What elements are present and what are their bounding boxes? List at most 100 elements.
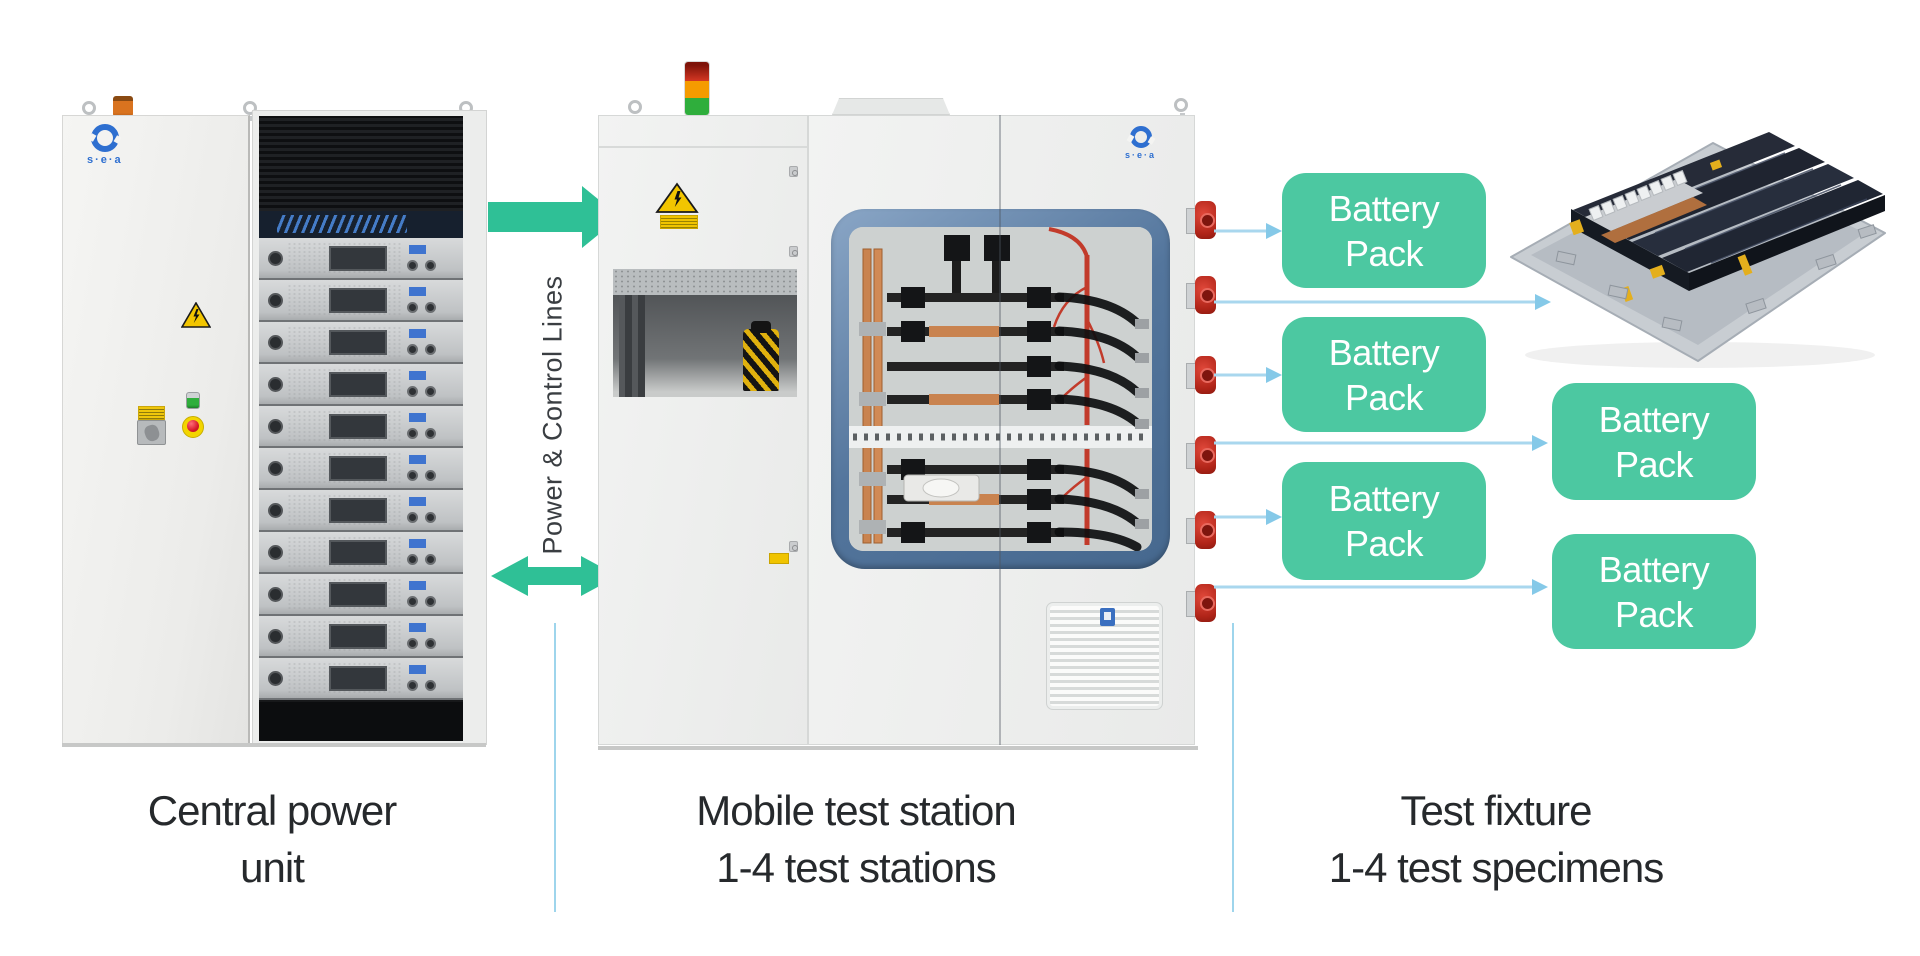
sea-logo-text: s·e·a [1125,150,1157,160]
psu-display [329,624,387,649]
psu-knob-icon [268,461,283,476]
psu-display [329,246,387,271]
battery-pack-label: Battery [1598,398,1710,440]
sea-logo: s·e·a [1125,126,1156,160]
psu-knob-icon [407,260,418,271]
psu-knob-icon [425,386,436,397]
fan-brand-chip [1100,608,1115,626]
psu-brand-chip [409,539,426,548]
cabinet-door: s·e·a [62,115,250,745]
rack-vent-panel [259,116,463,211]
psu-stack [259,238,463,700]
psu-knob-icon [407,302,418,313]
caption-test-fixture: Test fixture 1-4 test specimens [1256,782,1736,896]
psu-unit [259,532,463,574]
psu-knob-icon [268,629,283,644]
battery-pack-label: Battery [1598,548,1710,590]
eyebolt-icon [628,100,642,120]
green-indicator-button [186,392,200,409]
cee-connector-body [1195,511,1216,549]
battery-pack-label: Pack [1614,443,1694,485]
psu-brand-chip [409,245,426,254]
psu-knob-icon [407,512,418,523]
warning-triangle-icon [655,182,699,213]
viewing-window [831,209,1170,569]
psu-knob-icon [425,638,436,649]
psu-knob-icon [268,545,283,560]
psu-unit [259,658,463,700]
perforated-shelf [613,269,797,295]
psu-display [329,666,387,691]
psu-knob-icon [425,302,436,313]
yellow-label [138,406,165,420]
connection-label: Power & Control Lines [537,275,568,555]
psu-knob-icon [407,638,418,649]
sea-logo-icon [90,124,119,152]
signal-red [685,62,709,81]
psu-brand-chip [409,371,426,380]
caption-line: Mobile test station [696,787,1017,834]
psu-knob-icon [407,386,418,397]
caption-line: Central power [147,787,397,834]
cee-connector-body [1195,436,1216,474]
psu-unit [259,448,463,490]
psu-brand-chip [409,581,426,590]
warning-text-label [660,215,698,229]
psu-knob-icon [268,377,283,392]
latch-icon [789,166,798,177]
signal-tower-icon [685,62,709,115]
psu-brand-chip [409,287,426,296]
latch-icon [789,246,798,257]
cee-connector-icon [1186,356,1216,394]
battery-pack-node: Battery Pack [1552,383,1756,500]
power-rack [252,110,487,745]
patch-panel-with-cables [259,211,463,238]
yellow-label [769,553,789,564]
psu-knob-icon [268,503,283,518]
psu-knob-icon [407,554,418,565]
fan-grille [1046,602,1163,710]
psu-knob-icon [407,428,418,439]
battery-pack-node: Battery Pack [1282,462,1486,580]
cee-connector-body [1195,201,1216,239]
psu-knob-icon [425,344,436,355]
psu-knob-icon [425,470,436,481]
sea-logo-icon [1129,126,1152,148]
main-switch-icon [137,420,166,445]
psu-knob-icon [425,596,436,607]
busbar-panel-graphic [849,227,1152,551]
emergency-stop-button [182,416,204,438]
psu-knob-icon [268,335,283,350]
rack-rails [619,295,645,397]
section-divider [554,623,556,912]
psu-unit [259,406,463,448]
rack-interior [259,116,463,741]
battery-pack-label: Battery [1328,331,1440,373]
rack-bottom-panel [259,702,463,741]
psu-unit [259,616,463,658]
psu-knob-icon [268,587,283,602]
caption-mobile-test-station: Mobile test station 1-4 test stations [616,782,1096,896]
psu-brand-chip [409,329,426,338]
psu-brand-chip [409,665,426,674]
roof-tray [832,98,950,115]
psu-knob-icon [425,428,436,439]
caption-line: unit [240,844,305,891]
cee-connector-icon [1186,511,1216,549]
cee-connector-icon [1186,436,1216,474]
psu-display [329,288,387,313]
section-divider [1232,623,1234,912]
busbar-panel [849,227,1152,551]
battery-pack-photo [1505,105,1890,370]
psu-knob-icon [407,344,418,355]
cee-connector-icon [1186,201,1216,239]
psu-display [329,330,387,355]
psu-unit [259,364,463,406]
caption-central-power-unit: Central power unit [72,782,472,896]
psu-unit [259,238,463,280]
caption-line: Test fixture [1400,787,1592,834]
psu-knob-icon [425,260,436,271]
beacon-light-icon [113,96,133,117]
psu-knob-icon [268,419,283,434]
